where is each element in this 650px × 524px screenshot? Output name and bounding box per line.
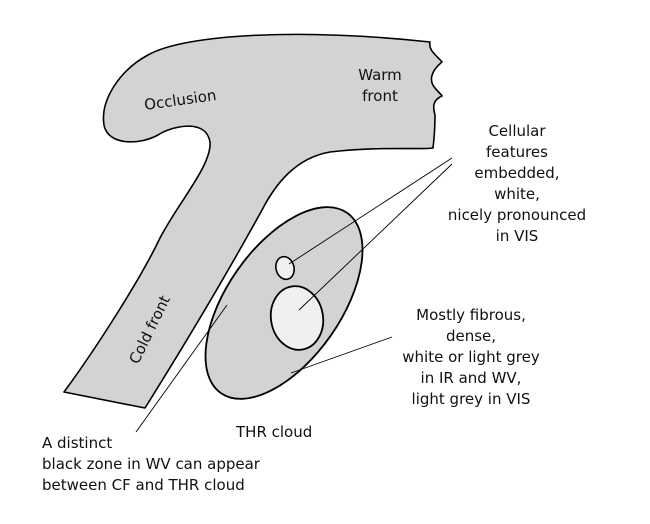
leader-line-fibrous bbox=[290, 336, 393, 374]
black-zone-line: between CF and THR cloud bbox=[42, 476, 245, 494]
cellular-line: embedded, bbox=[474, 164, 559, 182]
fibrous-line: in IR and WV, bbox=[421, 369, 522, 387]
cellular-line: nicely pronounced bbox=[448, 206, 586, 224]
warm-front-label-line1: Warm bbox=[358, 66, 402, 84]
leader-line-cellular-small bbox=[288, 157, 453, 265]
cellular-line: in VIS bbox=[496, 227, 539, 245]
frontal-cloud-band bbox=[63, 33, 443, 409]
leader-line-black-zone bbox=[135, 304, 228, 433]
fibrous-line: Mostly fibrous, bbox=[416, 306, 526, 324]
thr-cloud-label: THR cloud bbox=[235, 423, 312, 441]
black-zone-line: black zone in WV can appear bbox=[42, 455, 261, 473]
fibrous-annotation: Mostly fibrous, dense, white or light gr… bbox=[402, 306, 540, 408]
large-cell-feature bbox=[269, 285, 325, 351]
cellular-line: white, bbox=[494, 185, 540, 203]
fibrous-line: dense, bbox=[446, 327, 496, 345]
small-cell-feature bbox=[275, 255, 295, 281]
fibrous-line: white or light grey bbox=[402, 348, 540, 366]
cellular-annotation: Cellular features embedded, white, nicel… bbox=[448, 122, 586, 245]
cellular-line: features bbox=[486, 143, 548, 161]
warm-front-label-line2: front bbox=[362, 87, 398, 105]
leader-line-cellular-large bbox=[298, 163, 453, 311]
black-zone-line: A distinct bbox=[42, 434, 112, 452]
cellular-line: Cellular bbox=[488, 122, 546, 140]
fibrous-line: light grey in VIS bbox=[412, 390, 531, 408]
black-zone-annotation: A distinct black zone in WV can appear b… bbox=[42, 434, 261, 494]
